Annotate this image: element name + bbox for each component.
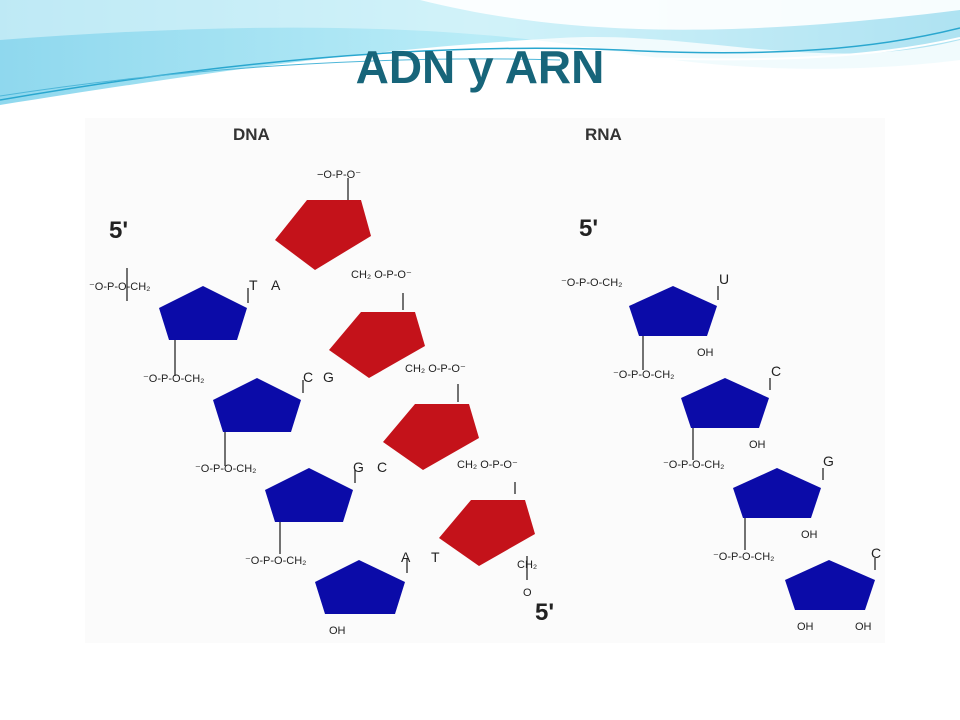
dna-strand2-terminal: O — [523, 587, 532, 599]
rna-base-3: G — [823, 453, 834, 469]
dna-strand1-phosphate-3: ⁻O-P-O-CH₂ — [195, 463, 256, 475]
rna-ribose-3 — [733, 468, 821, 518]
rna-heading: RNA — [585, 125, 622, 144]
dna-deoxyribose-strand2-3 — [383, 404, 479, 470]
dna-deoxyribose-strand2-2 — [329, 312, 425, 378]
dna-deoxyribose-2 — [213, 378, 301, 432]
slide-title: ADN y ARN — [355, 41, 605, 93]
dna-strand1-base-2: C — [303, 369, 313, 385]
dna-strand2-phosphate-2: CH₂ O-P-O⁻ — [405, 363, 466, 375]
dna-strand2-phosphate-4: CH₂ — [517, 559, 537, 571]
rna-hydroxyl-4: OH — [797, 621, 814, 633]
rna-hydroxyl-3: OH — [801, 529, 818, 541]
rna-base-2: C — [771, 363, 781, 379]
rna-five-prime: 5' — [579, 215, 598, 242]
dna-deoxyribose-4 — [315, 560, 405, 614]
dna-deoxyribose-strand2-1 — [275, 200, 371, 270]
dna-strand2-phosphate-1: CH₂ O-P-O⁻ — [351, 269, 412, 281]
rna-phosphate-3: ⁻O-P-O-CH₂ — [663, 459, 724, 471]
dna-strand2-base-2: G — [323, 369, 334, 385]
rna-hydroxyl-2: OH — [749, 439, 766, 451]
dna-deoxyribose-1 — [159, 286, 247, 340]
rna-base-1: U — [719, 271, 729, 287]
dna-rna-diagram: DNA RNA 5' 5' 5' −O-P-O⁻ ⁻O-P-O-CH₂ T ⁻O… — [89, 125, 881, 637]
dna-strand1-phosphate-2: ⁻O-P-O-CH₂ — [143, 373, 204, 385]
dna-strand1-base-3: G — [353, 459, 364, 475]
dna-strand2-base-1: A — [271, 277, 281, 293]
rna-phosphate-2: ⁻O-P-O-CH₂ — [613, 369, 674, 381]
dna-deoxyribose-3 — [265, 468, 353, 522]
rna-terminal: OH — [855, 621, 872, 633]
rna-ribose-1 — [629, 286, 717, 336]
dna-phosphate-top: −O-P-O⁻ — [317, 169, 361, 181]
rna-phosphate-4: ⁻O-P-O-CH₂ — [713, 551, 774, 563]
dna-strand1-base-4: A — [401, 549, 411, 565]
header-wave-decoration — [0, 0, 960, 109]
rna-base-4: C — [871, 545, 881, 561]
rna-phosphate-1: ⁻O-P-O-CH₂ — [561, 277, 622, 289]
rna-ribose-4 — [785, 560, 875, 610]
rna-ribose-2 — [681, 378, 769, 428]
dna-strand2-phosphate-3: CH₂ O-P-O⁻ — [457, 459, 518, 471]
dna-strand1-phosphate-1: ⁻O-P-O-CH₂ — [89, 281, 150, 293]
dna-five-prime-left: 5' — [109, 217, 128, 244]
dna-heading: DNA — [233, 125, 270, 144]
dna-strand1-terminal: OH — [329, 625, 346, 637]
dna-strand2-base-3: C — [377, 459, 387, 475]
dna-strand2-base-4: T — [431, 549, 440, 565]
dna-strand1-phosphate-4: ⁻O-P-O-CH₂ — [245, 555, 306, 567]
dna-strand1-base-1: T — [249, 277, 258, 293]
rna-hydroxyl-1: OH — [697, 347, 714, 359]
dna-deoxyribose-strand2-4 — [439, 500, 535, 566]
dna-five-prime-right: 5' — [535, 599, 554, 626]
